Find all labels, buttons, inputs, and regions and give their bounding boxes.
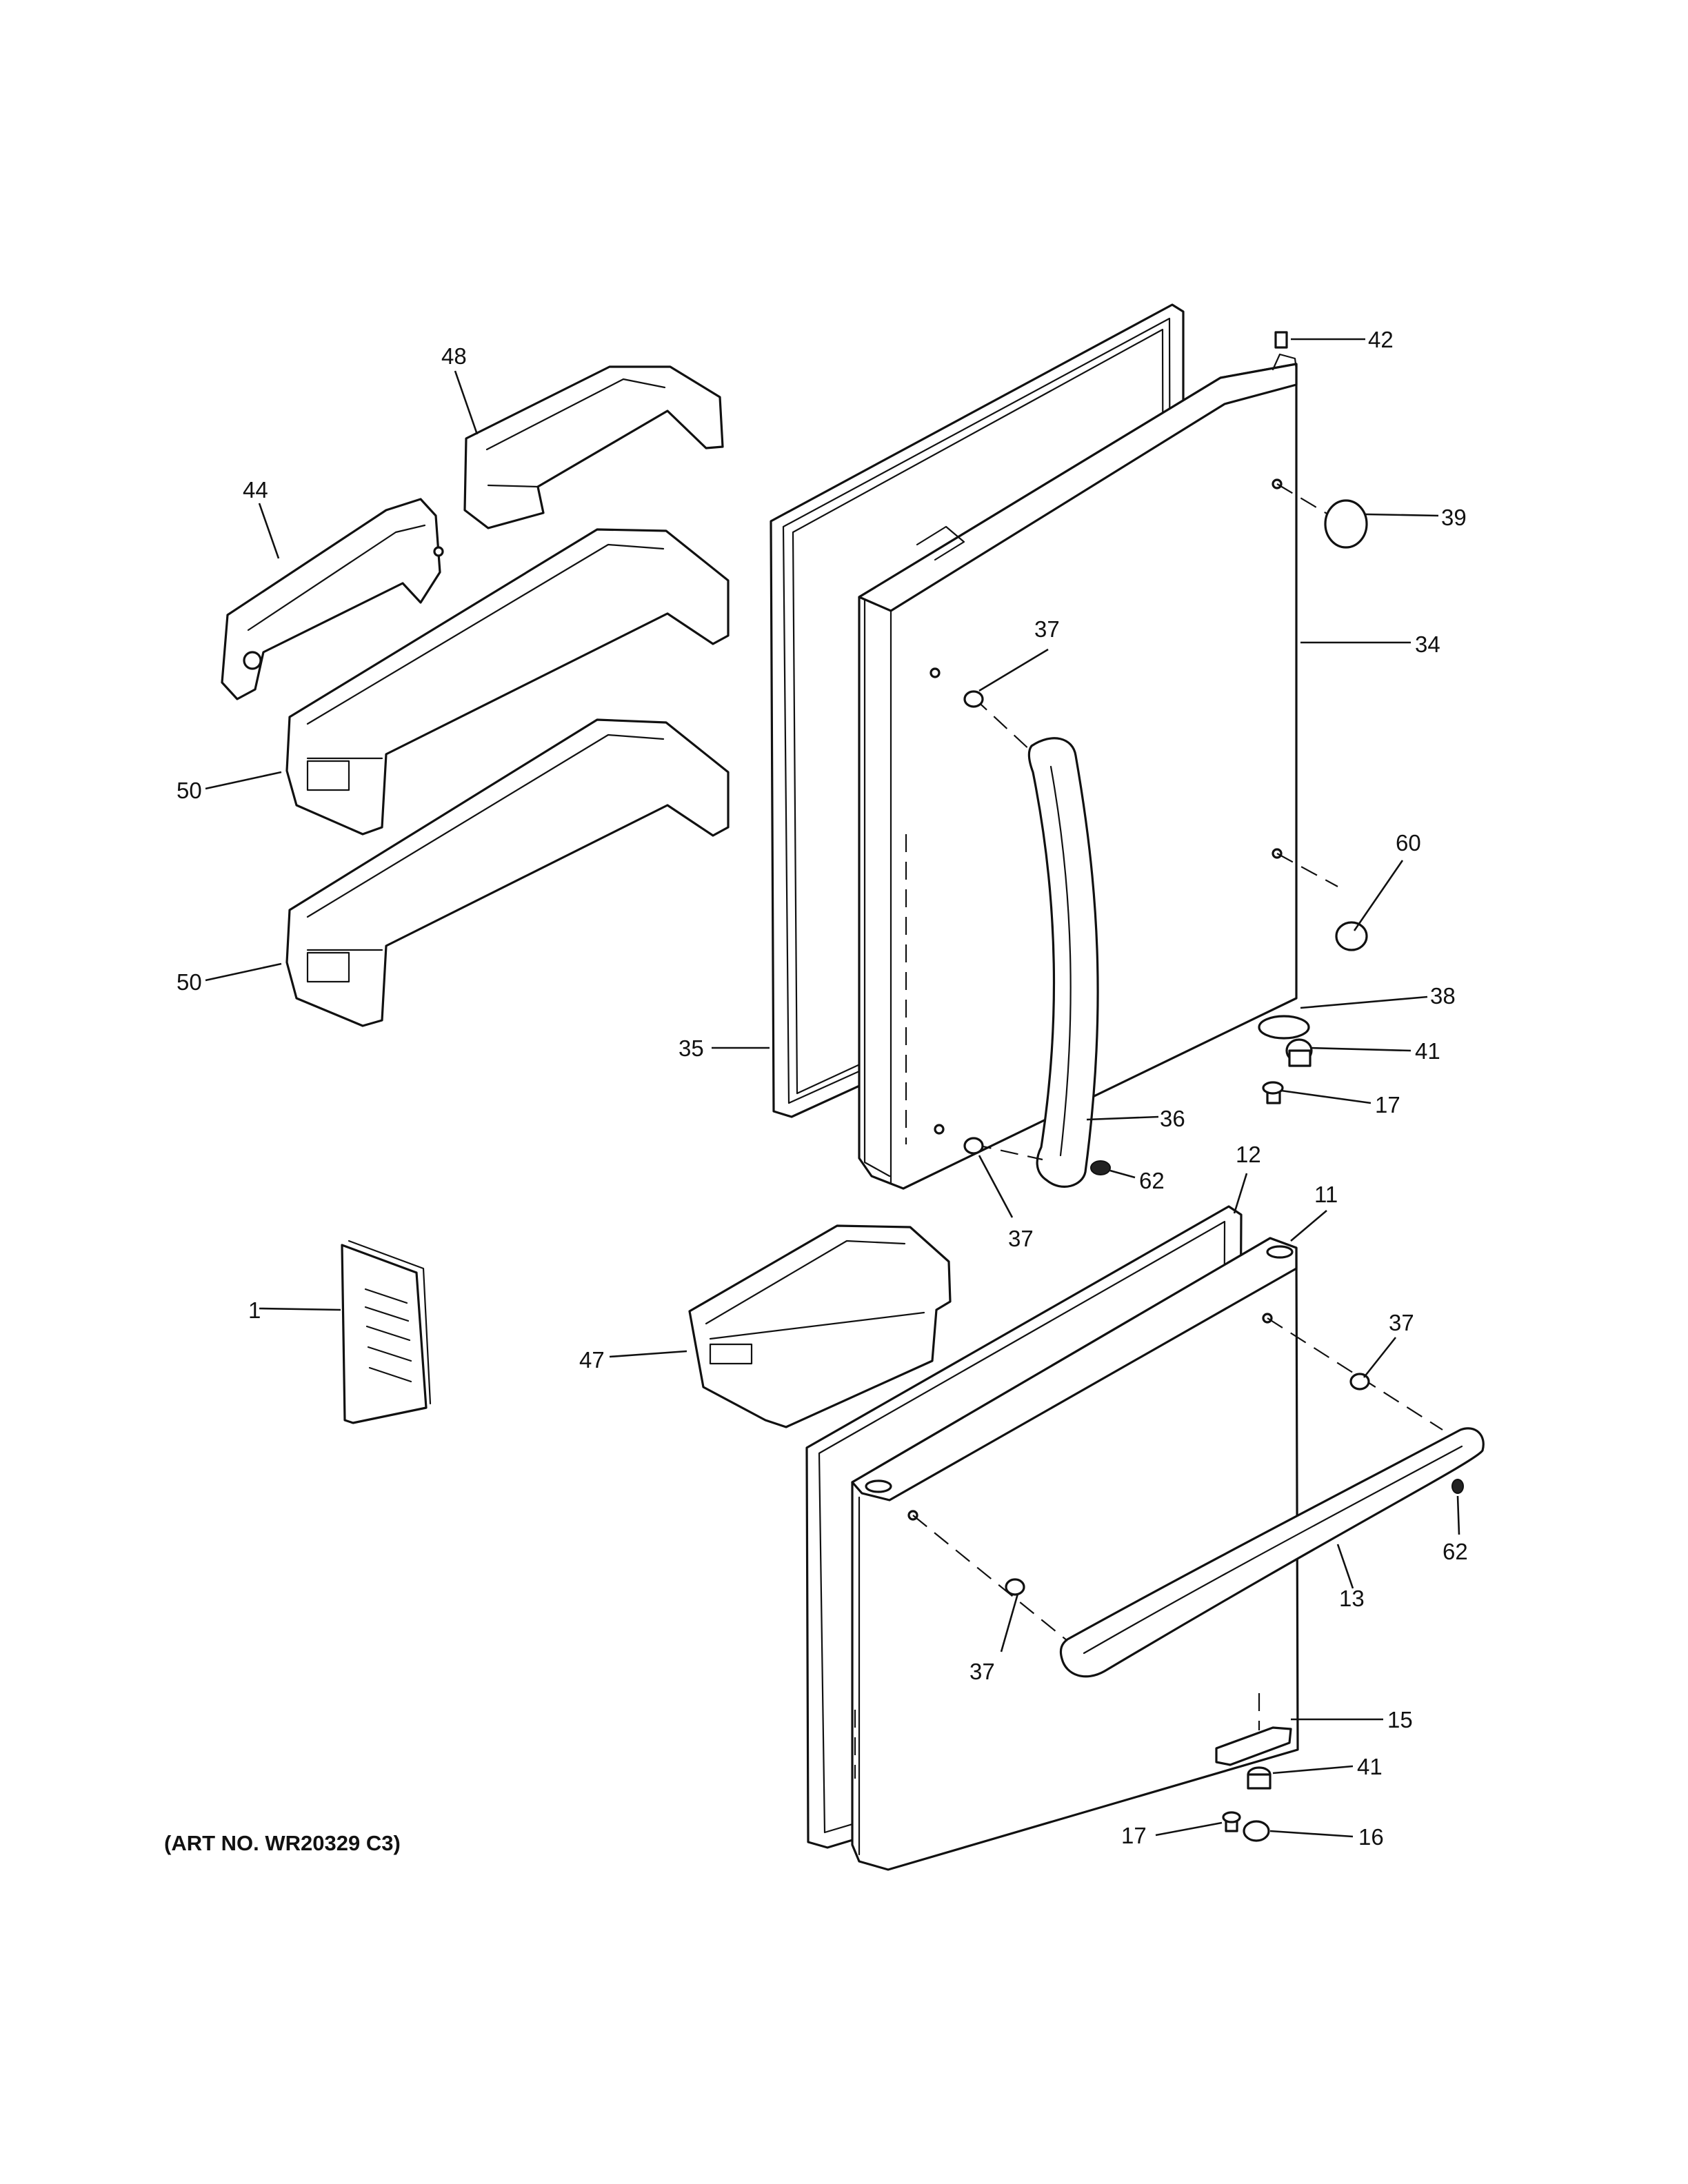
callout-1: 1 — [248, 1297, 261, 1323]
callout-48: 48 — [441, 343, 467, 369]
callout-44: 44 — [243, 477, 268, 503]
owner-manual — [341, 1240, 432, 1424]
door-bin-50-upper — [285, 528, 730, 836]
fresh-food-door-handle — [1027, 737, 1099, 1188]
callout-17-bottom: 17 — [1121, 1823, 1147, 1848]
callout-17-top: 17 — [1375, 1092, 1400, 1118]
callout-37-c: 37 — [1389, 1310, 1414, 1335]
callout-62-a: 62 — [1139, 1168, 1165, 1193]
callout-labels: 48 44 50 50 1 47 35 37 34 42 39 60 38 41… — [177, 327, 1468, 1850]
art-number-label: (ART NO. WR20329 C3) — [164, 1831, 401, 1855]
callout-50-upper: 50 — [177, 778, 202, 803]
leader-lines — [205, 338, 1460, 1838]
callout-34: 34 — [1415, 631, 1440, 657]
shelf-cover-44 — [221, 498, 444, 700]
callout-37-d: 37 — [969, 1659, 995, 1684]
freezer-bin-47 — [688, 1224, 952, 1428]
door-screws-and-hardware-bottom — [907, 1313, 1464, 1842]
callout-50-lower: 50 — [177, 969, 202, 995]
callout-37-a: 37 — [1034, 616, 1060, 642]
callout-62-b: 62 — [1443, 1539, 1468, 1564]
callout-39: 39 — [1441, 505, 1467, 530]
callout-15: 15 — [1387, 1707, 1413, 1732]
callout-16: 16 — [1358, 1824, 1384, 1850]
callout-11: 11 — [1314, 1182, 1338, 1207]
callout-35: 35 — [679, 1035, 704, 1061]
callout-41-top: 41 — [1415, 1038, 1440, 1064]
callout-36: 36 — [1160, 1106, 1185, 1131]
callout-41-bottom: 41 — [1357, 1754, 1383, 1779]
callout-12: 12 — [1236, 1142, 1261, 1167]
door-screws-and-hardware-top — [930, 331, 1368, 1175]
callout-38: 38 — [1430, 983, 1456, 1009]
freezer-door-panel — [851, 1237, 1299, 1871]
callout-42: 42 — [1368, 327, 1394, 352]
callout-37-b: 37 — [1008, 1226, 1034, 1251]
door-bin-50-lower — [285, 718, 730, 1027]
freezer-door-handle — [1059, 1427, 1485, 1678]
callout-13: 13 — [1339, 1586, 1365, 1611]
callout-60: 60 — [1396, 830, 1421, 856]
callout-47: 47 — [579, 1347, 605, 1373]
door-bin-48 — [463, 365, 724, 529]
